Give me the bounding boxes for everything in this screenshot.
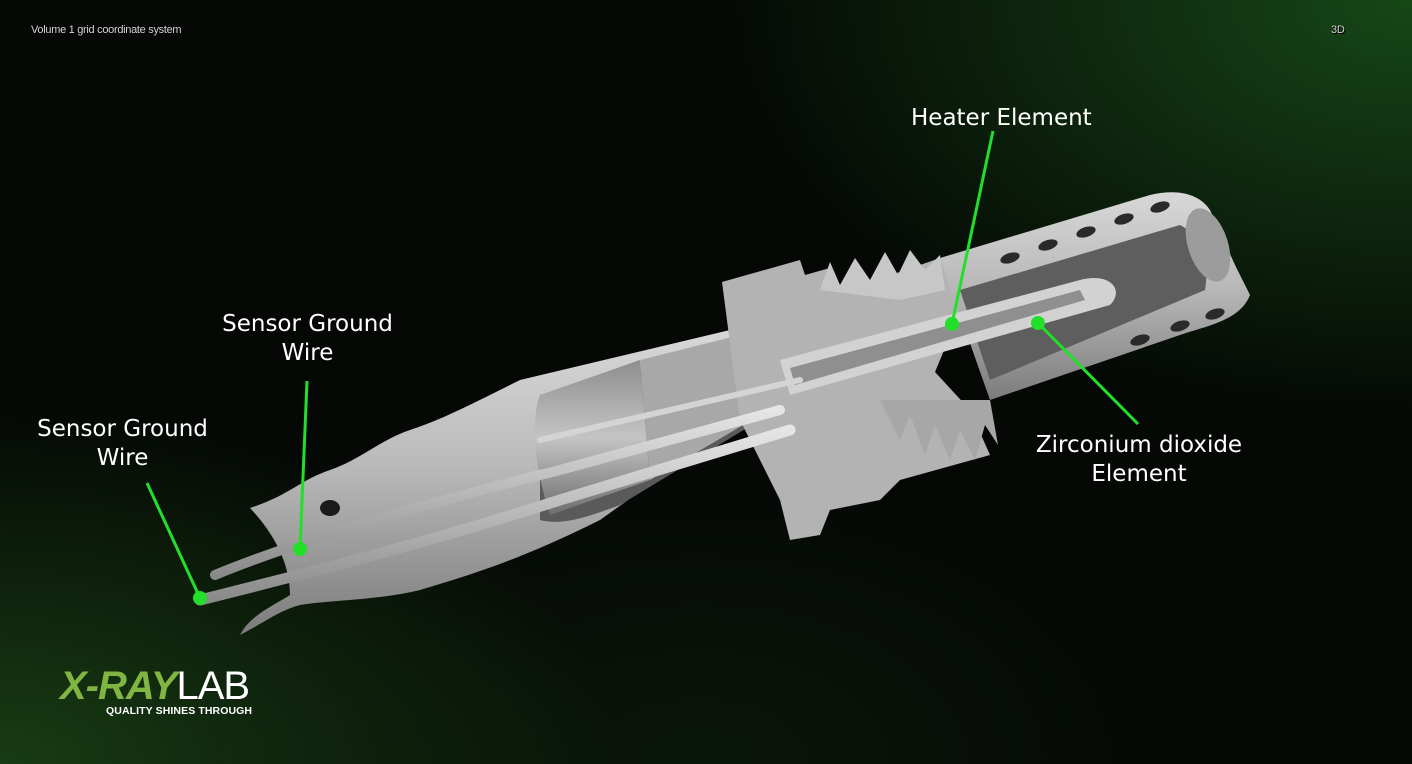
hex-nut	[722, 258, 990, 540]
shell-hole	[320, 500, 340, 516]
heater-leader	[950, 130, 995, 325]
heater-element-label: Heater Element	[911, 104, 1092, 133]
threads-lower	[880, 400, 998, 460]
zirconium-line1: Zirconium dioxide	[1035, 432, 1243, 458]
sensor-model	[194, 192, 1250, 635]
ground-2-leader	[145, 482, 202, 599]
zirconium-dioxide-element-label: Zirconium dioxide Element	[1035, 431, 1243, 489]
heater-dot	[945, 317, 959, 331]
callout-lines	[145, 130, 1140, 599]
ground-1-leader	[298, 380, 309, 550]
logo-lab-text: LAB	[176, 664, 250, 708]
volume-title: Volume 1 grid coordinate system	[31, 24, 182, 36]
zirconium-line2: Element	[1091, 461, 1187, 487]
sensor-ground-wire-2-line1: Sensor Ground	[37, 416, 208, 442]
xray-lab-logo: X-RAYLAB QUALITY SHINES THROUGH	[60, 664, 260, 724]
ground-1-dot	[293, 542, 307, 556]
callout-dots	[193, 316, 1045, 605]
wire-lower	[194, 424, 796, 606]
tube-vents	[1000, 201, 1225, 346]
wire-upper	[210, 405, 785, 580]
ground-2-dot	[193, 591, 207, 605]
logo-accent-text: X-RAY	[60, 664, 177, 708]
sensor-ground-wire-1-line2: Wire	[281, 340, 334, 366]
sensor-ground-wire-label-1: Sensor Ground Wire	[220, 310, 395, 368]
sensor-ground-wire-1-line1: Sensor Ground	[222, 311, 393, 337]
sensor-ground-wire-2-line2: Wire	[96, 445, 149, 471]
logo-wordmark: X-RAYLAB	[60, 664, 250, 708]
zirconium-dot	[1031, 316, 1045, 330]
heater-element-text: Heater Element	[911, 105, 1092, 131]
view-mode-indicator: 3D	[1331, 24, 1345, 36]
wire-inner	[537, 377, 803, 443]
sensor-ground-wire-label-2: Sensor Ground Wire	[35, 415, 210, 473]
zirconium-leader	[1036, 321, 1140, 426]
logo-tagline: QUALITY SHINES THROUGH	[106, 705, 253, 717]
tube-end	[1185, 208, 1231, 282]
threads	[820, 250, 945, 300]
sensing-element-core	[790, 290, 1085, 385]
